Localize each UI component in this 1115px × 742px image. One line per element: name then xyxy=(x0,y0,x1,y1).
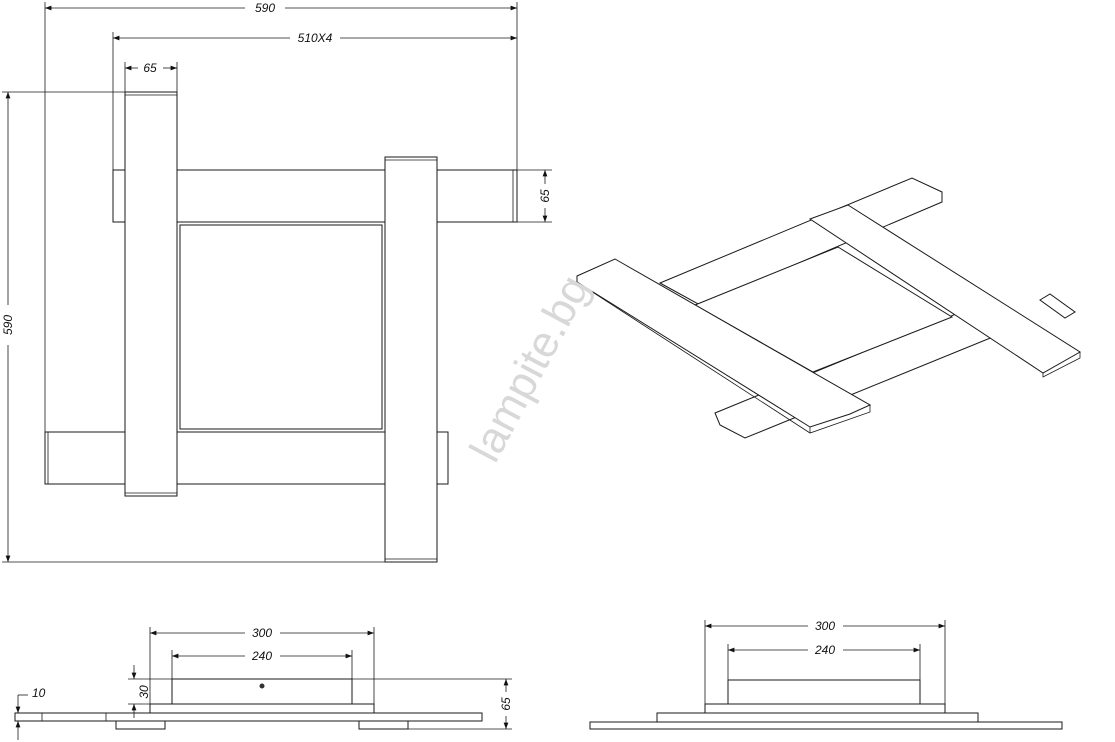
side-box xyxy=(727,679,921,705)
top-horizontal-bar xyxy=(112,169,518,223)
side-view-left: 300 240 30 10 65 xyxy=(14,626,513,740)
bottom-horizontal-bar xyxy=(44,431,449,485)
left-vertical-bar xyxy=(124,91,178,497)
side-box xyxy=(171,678,353,705)
watermark: lampite.bg xyxy=(461,267,600,469)
dim-bar-width: 65 xyxy=(143,61,157,75)
side-base-bar xyxy=(14,712,483,722)
extension-lines xyxy=(2,2,552,563)
side-view-right: 300 240 xyxy=(589,619,1063,730)
dim-bar-spacing: 510X4 xyxy=(298,31,333,45)
dim-inner-width: 240 xyxy=(814,643,835,657)
dim-outer-width: 300 xyxy=(815,619,835,633)
dim-total-height: 65 xyxy=(499,697,513,711)
dim-overall-height: 590 xyxy=(1,315,15,335)
side-base-bar xyxy=(589,721,1063,730)
dim-inner-width: 240 xyxy=(251,649,272,663)
dim-bar-thickness: 10 xyxy=(32,686,46,700)
right-vertical-bar xyxy=(384,156,438,563)
isometric-view xyxy=(576,177,1081,439)
iso-back-bar xyxy=(658,177,943,306)
dim-bar-height: 65 xyxy=(538,189,552,203)
top-view: 590 510X4 65 65 590 xyxy=(1,1,552,563)
dim-outer-width: 300 xyxy=(252,626,272,640)
cable-icon xyxy=(259,683,265,689)
dim-box-height: 30 xyxy=(137,685,151,699)
dim-overall-width: 590 xyxy=(255,1,275,15)
